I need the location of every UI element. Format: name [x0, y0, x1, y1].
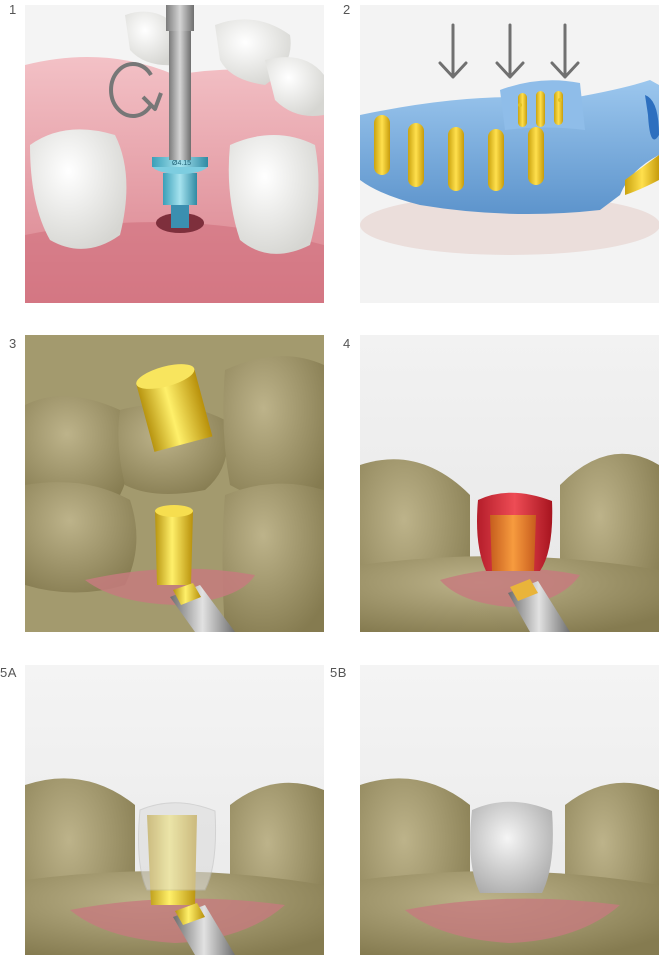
panel-1-screwdriver-illustration: Ø4.15 [25, 5, 324, 303]
panel-3-abutment-cap-illustration [25, 335, 324, 632]
panel-5b-svg [360, 665, 659, 955]
panel-2-impression-tray-illustration [360, 5, 659, 303]
panel-4-svg [360, 335, 659, 632]
step-label-3: 3 [9, 336, 17, 351]
step-label-2: 2 [343, 2, 351, 17]
step-label-1: 1 [9, 2, 17, 17]
lower-right-tooth [223, 484, 325, 632]
step-label-5a: 5A [0, 665, 17, 680]
panel-5a-svg [25, 665, 324, 955]
step-label-4: 4 [343, 336, 351, 351]
translucent-crown [139, 803, 216, 890]
post-engraving: Ø4.15 [172, 160, 191, 167]
final-crown [470, 802, 553, 893]
step-label-5b: 5B [330, 665, 347, 680]
abutment-inside-wax [490, 515, 536, 571]
panel-5b-final-crown-illustration [360, 665, 659, 955]
tray-slot [408, 123, 424, 187]
panel-5a-crown-on-abutment-illustration [25, 665, 324, 955]
tray-slot [488, 129, 504, 191]
panel-4-wax-up-illustration [360, 335, 659, 632]
tray-slot [374, 115, 390, 175]
tray-slot [528, 127, 544, 185]
right-tooth [229, 135, 319, 254]
panel-1-svg: Ø4.15 [25, 5, 324, 303]
panel-2-svg [360, 5, 659, 303]
upper-right-tooth [223, 356, 324, 506]
gold-abutment [155, 511, 193, 585]
tray-slot [448, 127, 464, 191]
impression-post [163, 173, 197, 205]
panel-3-svg [25, 335, 324, 632]
